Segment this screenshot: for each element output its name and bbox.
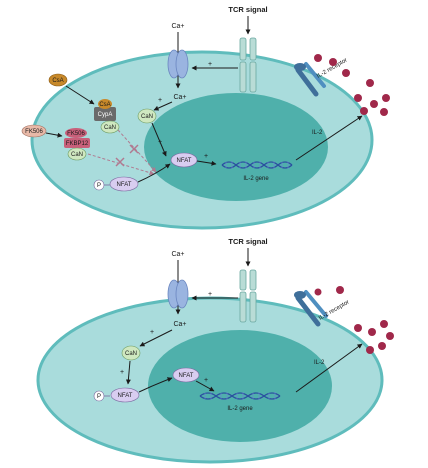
csa-free: CsA <box>48 73 68 87</box>
il2-label: IL-2 <box>314 360 325 366</box>
nucleus <box>144 93 328 201</box>
il2-gene-label: IL-2 gene <box>227 406 253 412</box>
svg-text:CsA: CsA <box>99 102 110 108</box>
fk506-arrow <box>45 132 63 138</box>
svg-text:NFAT: NFAT <box>117 182 132 188</box>
nfat-dephosphorylation-arrow <box>137 163 171 183</box>
ca-to-can-arrow <box>139 329 173 347</box>
ca-ion-top-label: Ca+ <box>171 23 184 30</box>
svg-text:CsA: CsA <box>52 78 63 84</box>
il2-secretion-arrow <box>295 343 363 393</box>
nfat-phosphorylated: P NFAT <box>93 176 139 192</box>
bottom-panel: TCR signal Ca+ Ca+ + IL-2 receptor <box>36 237 394 464</box>
can-to-nfat-arrow <box>151 122 167 157</box>
can-free: CaN <box>121 345 141 361</box>
tcr-signal-label: TCR signal <box>228 5 267 14</box>
svg-text:CypA: CypA <box>98 112 113 118</box>
plus-nfat-to-gene: + <box>204 153 208 160</box>
nucleus <box>148 330 332 442</box>
nfat-to-gene-arrow <box>195 380 215 392</box>
ca-ion-inside-label: Ca+ <box>173 94 186 101</box>
dna-helix <box>221 161 293 169</box>
nfat-dephosphorylation-arrow <box>138 377 173 393</box>
svg-text:NFAT: NFAT <box>177 158 192 164</box>
tcr-signal-label: TCR signal <box>228 237 267 246</box>
plus-channel: + <box>208 61 212 68</box>
svg-text:P: P <box>97 394 101 400</box>
can-to-nfat-arrow <box>125 360 131 385</box>
tcr-receptor <box>239 37 257 93</box>
il2-molecules <box>314 286 394 354</box>
svg-text:FK506: FK506 <box>25 129 43 135</box>
plus-nfat-to-gene: + <box>204 377 208 384</box>
il2-secretion-arrow <box>295 115 363 161</box>
svg-text:CaN: CaN <box>104 125 116 131</box>
plus-ca-to-can: + <box>150 329 154 336</box>
svg-text:FKBP12: FKBP12 <box>66 141 89 147</box>
plus-ca-to-can: + <box>158 97 162 104</box>
fk506-free: FK506 <box>21 124 47 138</box>
csa-cypa-can-complex: CypA CsA CaN <box>94 99 120 134</box>
inhibition-x-mark-1 <box>129 144 139 154</box>
svg-text:NFAT: NFAT <box>179 373 194 379</box>
plus-channel: + <box>208 291 212 298</box>
can-free: CaN <box>137 108 157 124</box>
il2-gene-label: IL-2 gene <box>243 176 269 182</box>
il2-molecules <box>314 54 390 116</box>
plus-can-to-nfat: + <box>120 369 124 376</box>
inhibited-arrow-1 <box>117 129 157 173</box>
svg-text:CaN: CaN <box>71 152 83 158</box>
ca-to-can-arrow <box>153 101 173 111</box>
il2-receptor <box>294 290 328 327</box>
ca-ion-top-label: Ca+ <box>171 251 184 258</box>
inhibited-arrow-2 <box>87 153 155 176</box>
dna-helix <box>199 392 281 400</box>
nfat-active: NFAT <box>170 152 198 168</box>
ca-ion-inside-label: Ca+ <box>173 321 186 328</box>
inhibition-x-mark-2 <box>115 157 125 167</box>
svg-text:NFAT: NFAT <box>118 393 133 399</box>
svg-text:FK506: FK506 <box>67 131 85 137</box>
fk506-fkbp12-can-complex: FK506 FKBP12 CaN <box>64 128 90 161</box>
top-panel: TCR signal Ca+ Ca+ + IL-2 receptor <box>21 5 390 230</box>
plus-can-to-nfat: + <box>158 139 162 146</box>
nfat-to-gene-arrow <box>196 160 217 166</box>
il2-label: IL-2 <box>312 130 323 136</box>
nfat-active: NFAT <box>172 367 200 383</box>
nfat-phosphorylated: P NFAT <box>93 387 140 403</box>
calcium-channel <box>167 49 189 79</box>
svg-text:P: P <box>97 183 101 189</box>
svg-text:CaN: CaN <box>141 114 153 120</box>
svg-text:CaN: CaN <box>125 351 137 357</box>
csa-arrow <box>65 85 95 105</box>
tcr-receptor <box>239 269 257 323</box>
calcium-channel <box>167 279 189 309</box>
il2-receptor <box>294 62 326 97</box>
